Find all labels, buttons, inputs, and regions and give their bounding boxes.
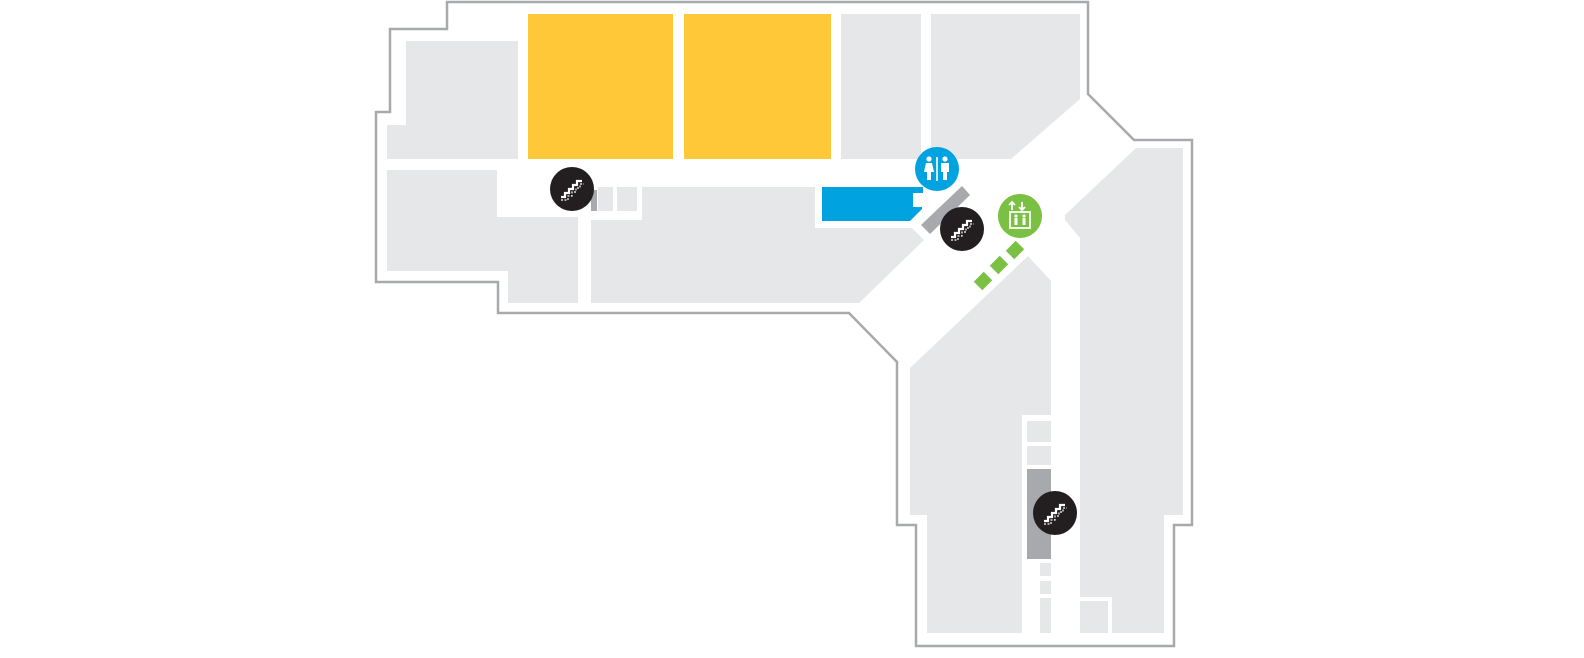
- shop-unit[interactable]: [1040, 598, 1051, 633]
- escalator: [591, 190, 597, 211]
- service-area[interactable]: [822, 187, 923, 221]
- shop-unit[interactable]: [1080, 601, 1108, 633]
- toilets-icon: [924, 156, 949, 181]
- shop-unit[interactable]: [1040, 581, 1051, 594]
- shop-unit[interactable]: [910, 256, 1051, 633]
- highlighted-unit[interactable]: [684, 14, 831, 159]
- lift-marking: [1005, 240, 1025, 260]
- shop-unit[interactable]: [841, 14, 921, 159]
- shop-unit[interactable]: [931, 14, 1080, 159]
- shop-unit[interactable]: [1027, 446, 1051, 465]
- shop-unit[interactable]: [1027, 421, 1051, 442]
- shop-unit[interactable]: [617, 187, 637, 211]
- lift-marking: [989, 255, 1009, 275]
- lift-icon: [1008, 200, 1031, 229]
- stairs-marker[interactable]: [940, 207, 984, 251]
- toilets-marker[interactable]: [915, 147, 959, 191]
- stairs-marker[interactable]: [550, 167, 594, 211]
- shop-unit[interactable]: [1040, 563, 1051, 576]
- escalator: [921, 186, 970, 234]
- shop-unit[interactable]: [1065, 148, 1183, 633]
- shop-unit[interactable]: [591, 187, 924, 303]
- shop-unit[interactable]: [598, 187, 613, 211]
- shop-unit[interactable]: [387, 41, 518, 159]
- lift-marker[interactable]: [998, 194, 1042, 238]
- shop-unit[interactable]: [387, 170, 578, 303]
- lift-marking: [973, 271, 993, 291]
- stairs-marker[interactable]: [1033, 491, 1077, 535]
- highlighted-unit[interactable]: [528, 14, 673, 159]
